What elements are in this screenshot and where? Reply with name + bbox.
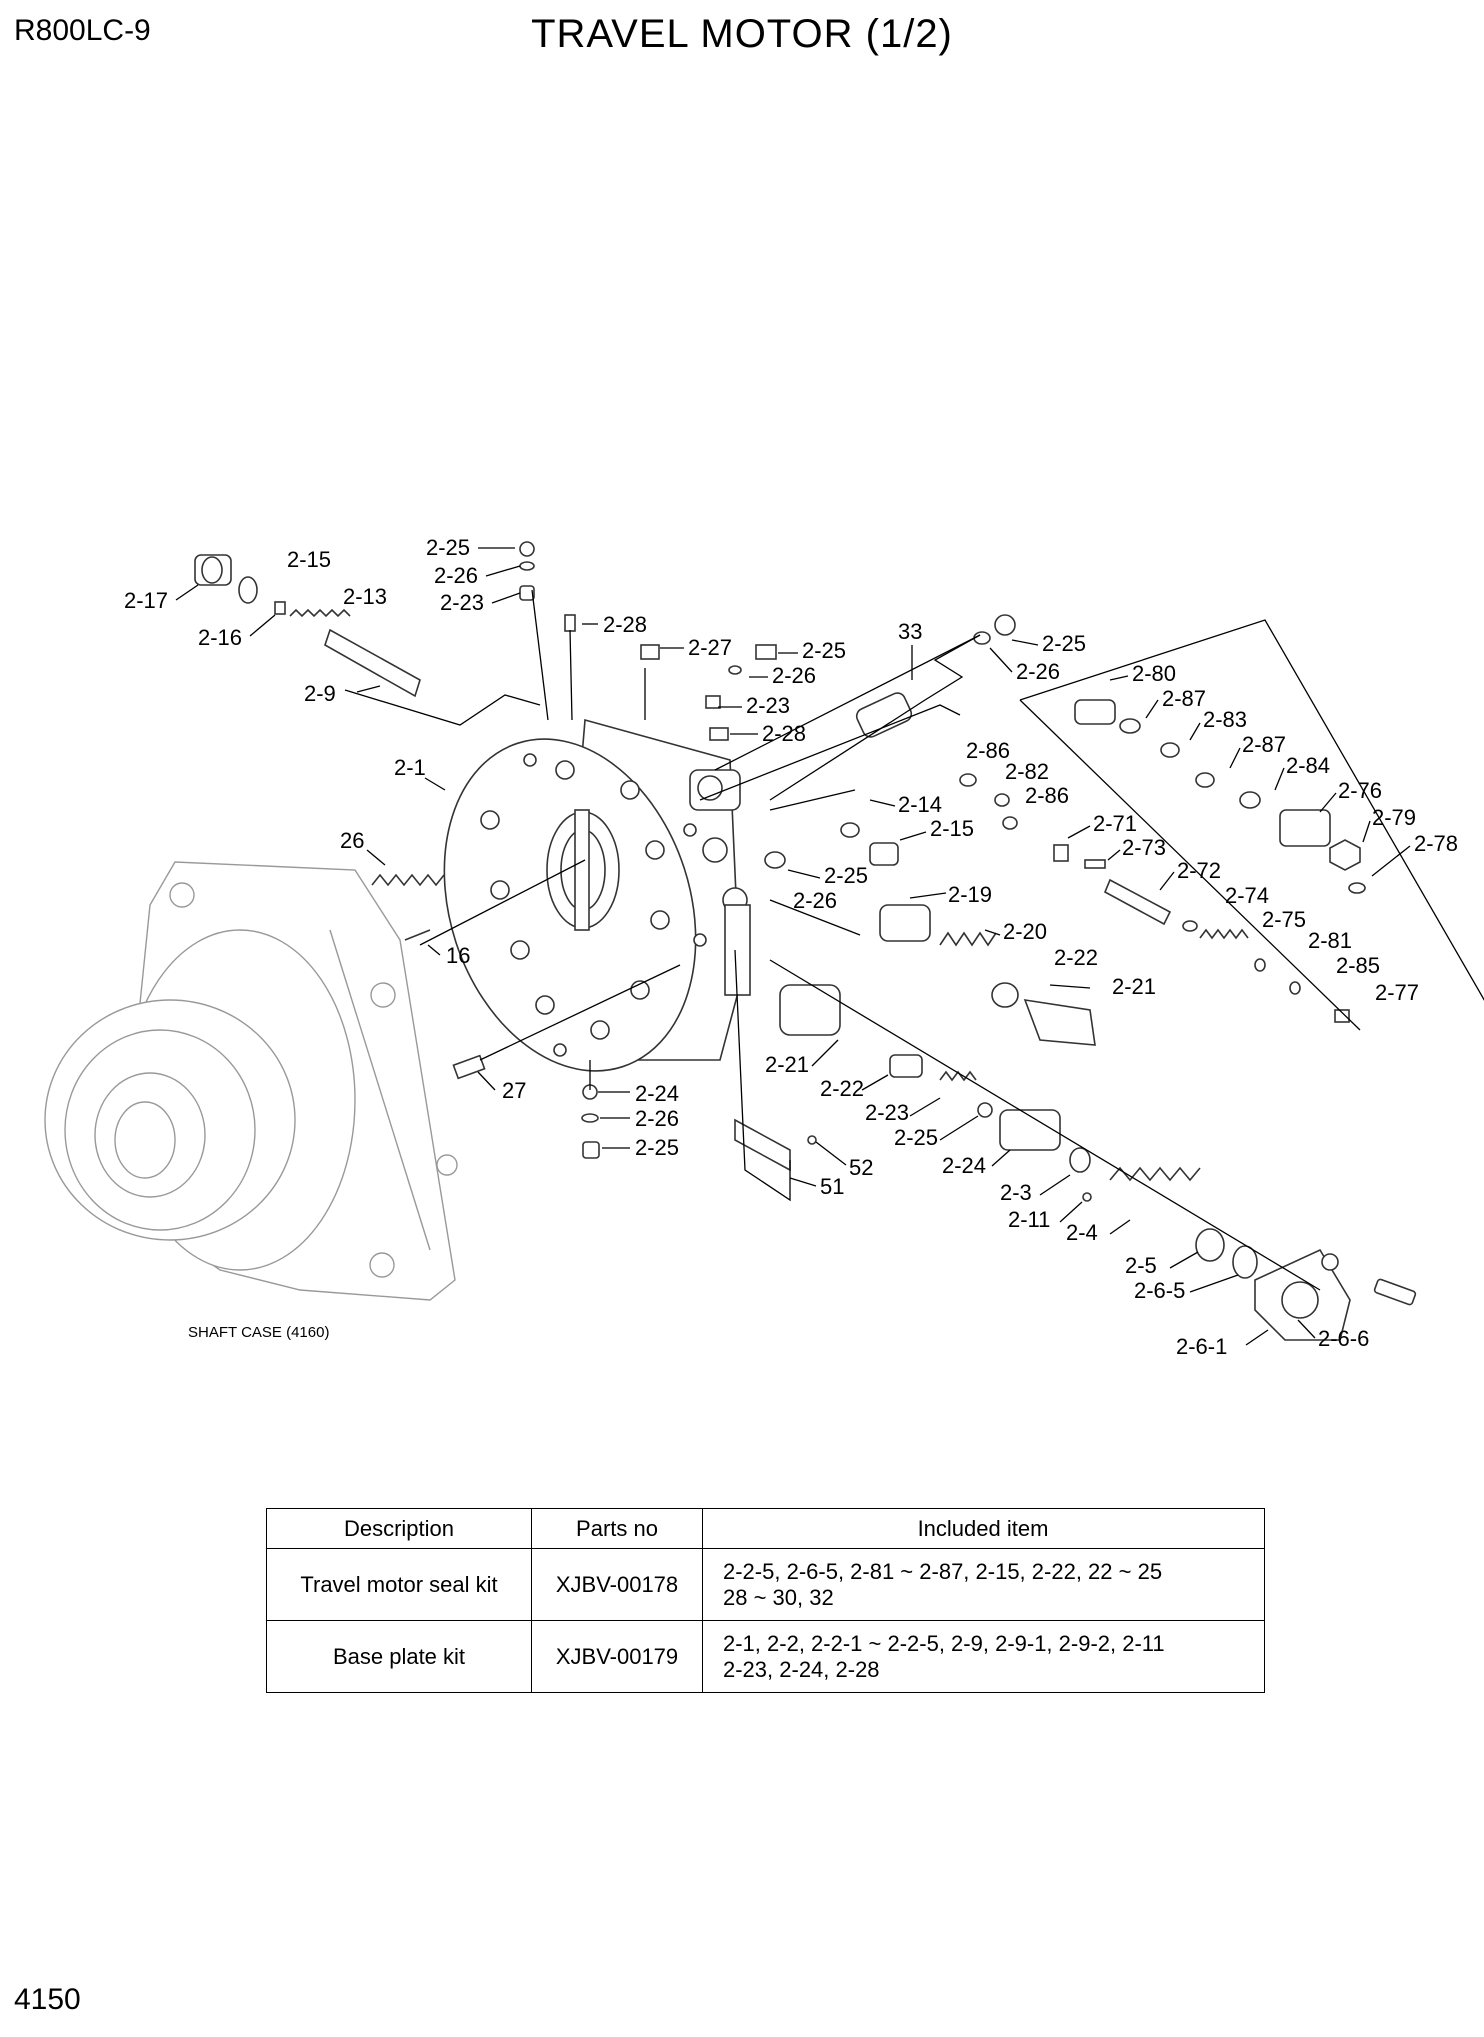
- callout-label: 2-13: [343, 584, 387, 609]
- callout-label: 2-15: [287, 547, 331, 572]
- model-name: R800LC-9: [14, 14, 151, 47]
- callout-label: 2-16: [198, 625, 242, 650]
- callout-label: 2-1: [394, 755, 426, 780]
- callout-label: 2-23: [746, 693, 790, 718]
- callout-label: 2-26: [793, 888, 837, 913]
- callout-label: 2-14: [898, 792, 942, 817]
- shaft-case-label: SHAFT CASE (4160): [188, 1324, 329, 1341]
- callout-label: 2-9: [304, 681, 336, 706]
- callout-label: 2-19: [948, 882, 992, 907]
- header-description: Description: [266, 1508, 532, 1549]
- right-upper-parts: [840, 614, 1366, 1023]
- callout-label: 2-85: [1336, 953, 1380, 978]
- callout-label: 2-3: [1000, 1180, 1032, 1205]
- callout-label: 2-84: [1286, 753, 1330, 778]
- callout-label: 2-27: [688, 635, 732, 660]
- callout-label: 2-20: [1003, 919, 1047, 944]
- callout-label: 2-21: [1112, 974, 1156, 999]
- callout-label: 2-25: [635, 1135, 679, 1160]
- callout-label: 33: [898, 619, 922, 644]
- callout-label: 2-86: [966, 738, 1010, 763]
- left-lower-parts: [371, 873, 486, 1080]
- callout-label: 26: [340, 828, 364, 853]
- callout-label: 2-75: [1262, 907, 1306, 932]
- callout-label: 2-22: [820, 1076, 864, 1101]
- header-parts-no: Parts no: [531, 1508, 703, 1549]
- callout-label: 16: [446, 943, 470, 968]
- callout-label: 2-5: [1125, 1253, 1157, 1278]
- callout-label: 2-24: [635, 1081, 679, 1106]
- callout-label: 2-6-1: [1176, 1334, 1227, 1359]
- included-line: 28 ~ 30, 32: [723, 1584, 834, 1610]
- callout-label: 2-21: [765, 1052, 809, 1077]
- callout-label: 2-73: [1122, 835, 1166, 860]
- callout-label: 52: [849, 1155, 873, 1180]
- row-description: Travel motor seal kit: [266, 1548, 532, 1621]
- table-row: Base plate kit XJBV-00179 2-1, 2-2, 2-2-…: [266, 1620, 1265, 1693]
- callout-label: 2-82: [1005, 759, 1049, 784]
- callout-label: 2-28: [603, 612, 647, 637]
- callout-label: 2-26: [1016, 659, 1060, 684]
- included-line: 2-2-5, 2-6-5, 2-81 ~ 2-87, 2-15, 2-22, 2…: [723, 1558, 1163, 1584]
- callout-labels: 2-25 2-26 2-23 2-17 2-15 2-16 2-13 2-9 2…: [124, 535, 1458, 1359]
- row-description: Base plate kit: [266, 1620, 532, 1693]
- included-line: 2-23, 2-24, 2-28: [723, 1656, 880, 1682]
- callout-label: 2-78: [1414, 831, 1458, 856]
- table-row: Travel motor seal kit XJBV-00178 2-2-5, …: [266, 1548, 1265, 1621]
- callout-label: 2-26: [772, 663, 816, 688]
- page-number: 4150: [14, 1983, 81, 2016]
- callout-label: 2-83: [1203, 707, 1247, 732]
- included-line: 2-1, 2-2, 2-2-1 ~ 2-2-5, 2-9, 2-9-1, 2-9…: [723, 1630, 1165, 1656]
- callout-label: 2-87: [1162, 686, 1206, 711]
- callout-label: 2-71: [1093, 811, 1137, 836]
- callout-label: 2-28: [762, 721, 806, 746]
- callout-label: 27: [502, 1078, 526, 1103]
- kit-table: Description Parts no Included item Trave…: [266, 1508, 1265, 1693]
- callout-label: 2-80: [1132, 661, 1176, 686]
- callout-label: 2-25: [1042, 631, 1086, 656]
- right-lower-parts: [581, 851, 1417, 1341]
- callout-label: 2-23: [440, 590, 484, 615]
- callout-label: 2-15: [930, 816, 974, 841]
- shaft-case-drawing: [44, 861, 458, 1301]
- row-parts-no: XJBV-00178: [531, 1548, 703, 1621]
- callout-label: 2-23: [865, 1100, 909, 1125]
- callout-label: 2-25: [802, 638, 846, 663]
- callout-label: 2-17: [124, 588, 168, 613]
- table-header-row: Description Parts no Included item: [266, 1508, 1265, 1549]
- row-parts-no: XJBV-00179: [531, 1620, 703, 1693]
- page-title: TRAVEL MOTOR (1/2): [531, 12, 953, 56]
- upper-left-parts: [194, 541, 913, 741]
- callout-label: 2-6-5: [1134, 1278, 1185, 1303]
- header-included-item: Included item: [702, 1508, 1265, 1549]
- callout-label: 2-26: [635, 1106, 679, 1131]
- callout-label: 2-25: [894, 1125, 938, 1150]
- callout-label: 2-26: [434, 563, 478, 588]
- callout-label: 2-86: [1025, 783, 1069, 808]
- callout-label: 2-4: [1066, 1220, 1098, 1245]
- callout-label: 2-22: [1054, 945, 1098, 970]
- row-included-item: 2-2-5, 2-6-5, 2-81 ~ 2-87, 2-15, 2-22, 2…: [702, 1548, 1265, 1621]
- callout-label: 2-6-6: [1318, 1326, 1369, 1351]
- callout-label: 2-81: [1308, 928, 1352, 953]
- callout-label: 2-87: [1242, 732, 1286, 757]
- base-plate-drawing: [443, 718, 751, 1072]
- callout-label: 2-11: [1008, 1207, 1050, 1232]
- callout-label: 2-74: [1225, 883, 1269, 908]
- callout-leaders: [175, 547, 1411, 1346]
- callout-label: 51: [820, 1174, 844, 1199]
- callout-label: 2-25: [426, 535, 470, 560]
- callout-label: 2-72: [1177, 858, 1221, 883]
- callout-label: 2-25: [824, 863, 868, 888]
- callout-label: 2-77: [1375, 980, 1419, 1005]
- callout-label: 2-79: [1372, 805, 1416, 830]
- callout-label: 2-76: [1338, 778, 1382, 803]
- row-included-item: 2-1, 2-2, 2-2-1 ~ 2-2-5, 2-9, 2-9-1, 2-9…: [702, 1620, 1265, 1693]
- leader-lines: [344, 589, 1484, 1291]
- callout-label: 2-24: [942, 1153, 986, 1178]
